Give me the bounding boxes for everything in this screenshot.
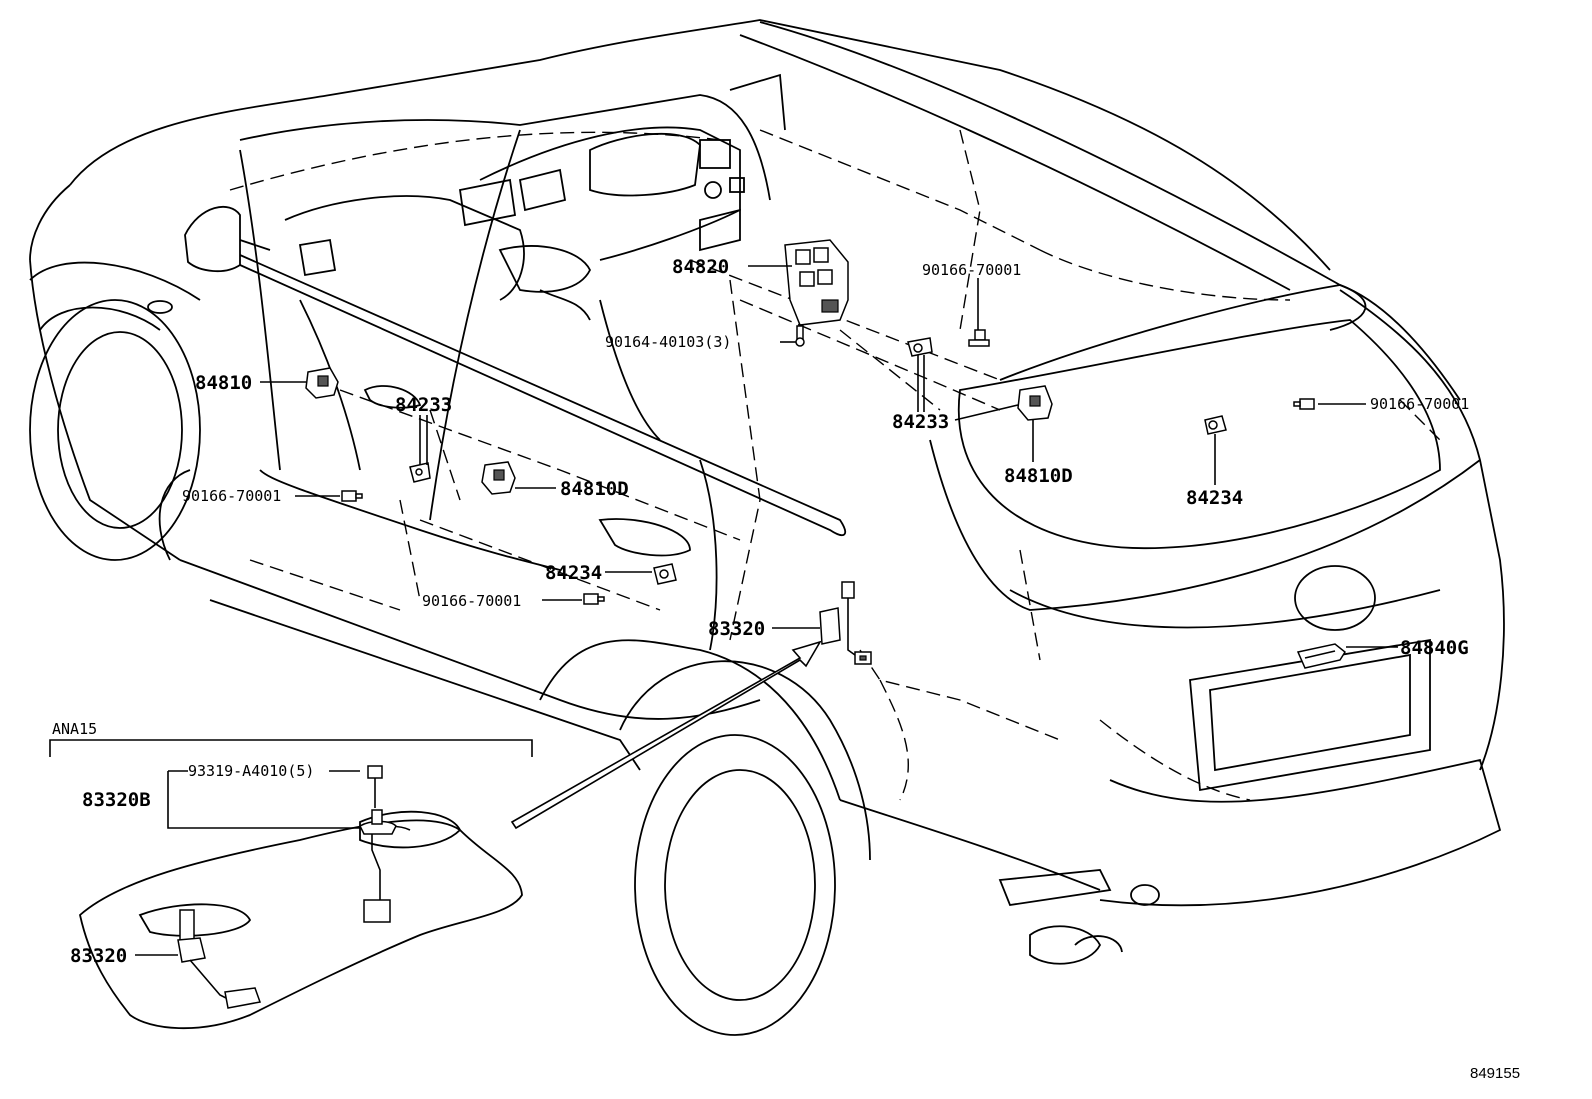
sensor-icon: [1204, 415, 1227, 435]
part-number-83320-inset: 83320: [70, 945, 127, 967]
part-number-90164: 90164-40103(3): [605, 333, 731, 351]
switch-part-icon: [1017, 385, 1053, 421]
part-number-84810: 84810: [195, 372, 252, 394]
lamp-icon: [1296, 643, 1346, 669]
part-number-90166-right: 90166-70001: [1370, 395, 1469, 413]
leader-lines: [135, 265, 1398, 956]
callout-labels: 84820 90166-70001 90164-40103(3) 84810 8…: [52, 256, 1520, 1082]
part-number-84820: 84820: [672, 256, 729, 278]
part-number-90166-top: 90166-70001: [922, 261, 1021, 279]
part-number-90166-left: 90166-70001: [182, 487, 281, 505]
inset-ana15: [49, 739, 533, 1030]
pointer-arrow: [510, 640, 822, 830]
part-number-84810D-right: 84810D: [1004, 465, 1073, 487]
bolt-icon: [341, 490, 363, 502]
bolt-icon: [968, 329, 990, 347]
sensor-icon: [819, 581, 872, 665]
part-number-84233-right: 84233: [892, 411, 949, 433]
part-number-84810D-mid: 84810D: [560, 478, 629, 500]
part-number-84233-left: 84233: [395, 394, 452, 416]
sensor-icon: [653, 563, 677, 585]
bolt-icon: [1293, 398, 1315, 410]
hidden-edges: [229, 129, 1441, 801]
clip-icon: [409, 462, 431, 483]
clip-icon: [907, 337, 933, 357]
part-number-83320-main: 83320: [708, 618, 765, 640]
car-body-outline: [29, 19, 1505, 1036]
switch-part-icon: [305, 367, 339, 399]
part-number-84234-mid: 84234: [545, 562, 602, 584]
bolt-icon: [583, 593, 605, 605]
part-number-83320B: 83320B: [82, 789, 151, 811]
part-number-84840G: 84840G: [1400, 637, 1469, 659]
catalog-number: 849155: [1470, 1065, 1520, 1082]
variant-label: ANA15: [52, 720, 97, 738]
part-number-84234-right: 84234: [1186, 487, 1243, 509]
part-number-90166-mid: 90166-70001: [422, 592, 521, 610]
switch-part-icon: [784, 239, 849, 326]
part-number-93319: 93319-A4010(5): [188, 762, 314, 780]
bolt-icon: [795, 325, 805, 347]
switch-part-icon: [481, 461, 516, 495]
